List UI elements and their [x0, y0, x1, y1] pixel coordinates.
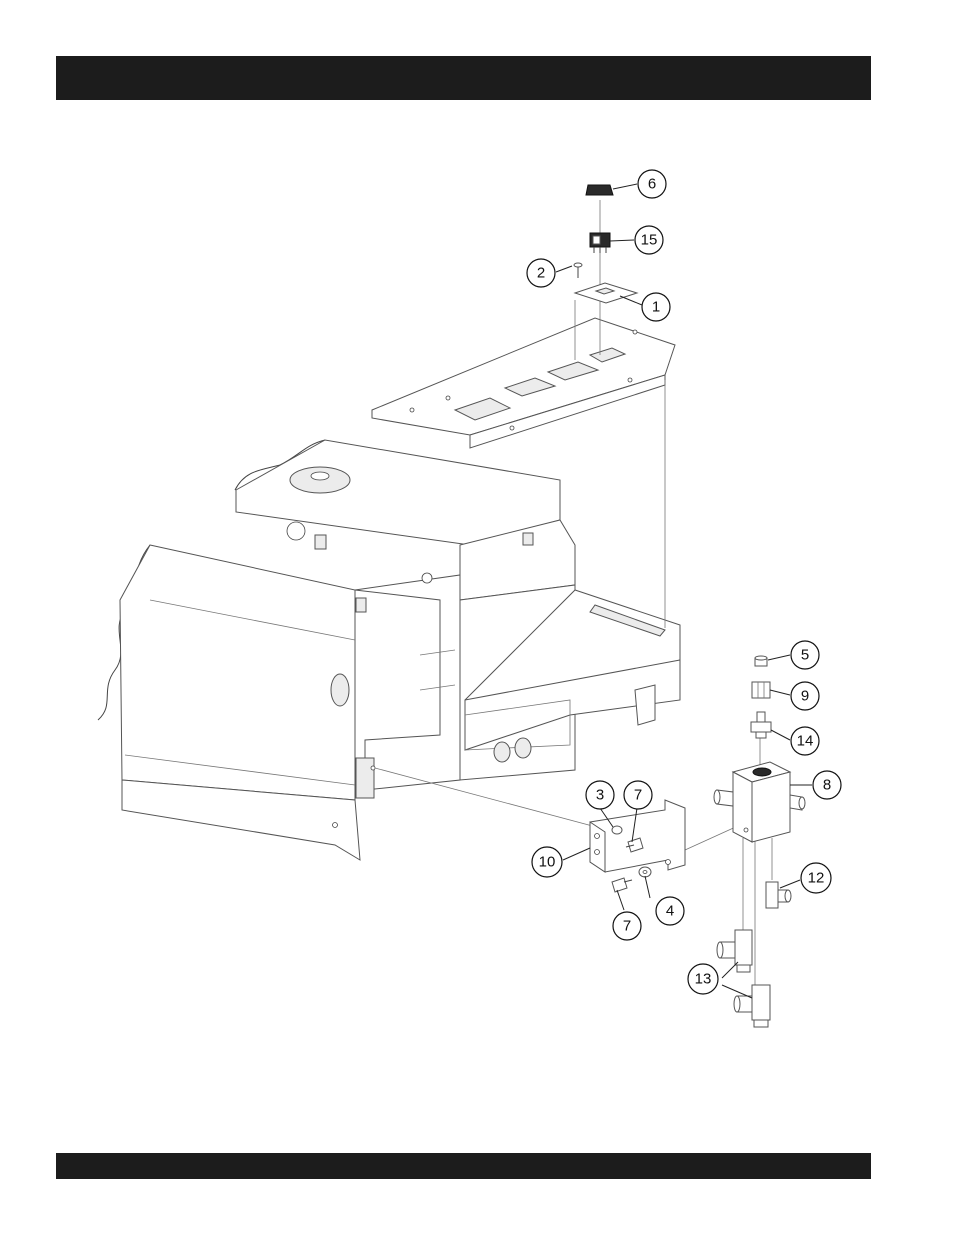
callout-6-label: 6 — [648, 176, 656, 193]
callout-5: 5 — [791, 641, 819, 669]
elbow-fitting-part — [766, 882, 791, 908]
callout-14: 14 — [791, 727, 819, 755]
leader-lines — [556, 184, 812, 998]
switch-plate-part — [575, 283, 637, 303]
callout-13-label: 13 — [695, 971, 712, 988]
callout-9: 9 — [791, 682, 819, 710]
callout-5-label: 5 — [801, 647, 809, 664]
bolt-part-lower — [612, 878, 632, 892]
callout-12-label: 12 — [808, 870, 825, 887]
callout-8: 8 — [813, 771, 841, 799]
callout-10: 10 — [532, 847, 562, 877]
callout-7-upper: 7 — [624, 781, 652, 809]
callout-4-label: 4 — [666, 903, 674, 920]
callout-9-label: 9 — [801, 688, 809, 705]
callout-13: 13 — [688, 964, 718, 994]
callout-14-label: 14 — [797, 733, 814, 750]
callout-12: 12 — [801, 863, 831, 893]
callout-7-upper-label: 7 — [634, 787, 642, 804]
callout-6: 6 — [638, 170, 666, 198]
callout-2: 2 — [527, 259, 555, 287]
tee-fitting-part-lower — [734, 985, 770, 1027]
callout-7-lower-label: 7 — [623, 918, 631, 935]
assembly-line — [685, 825, 740, 850]
callout-3-label: 3 — [596, 787, 604, 804]
rocker-switch-part — [590, 233, 610, 253]
lock-washer-part — [612, 826, 622, 834]
callout-15-label: 15 — [641, 232, 658, 249]
callout-1: 1 — [642, 293, 670, 321]
valve-block-part — [714, 762, 805, 842]
mounting-bracket-part — [590, 800, 685, 872]
flat-washer-part — [639, 867, 651, 877]
rivet-part — [574, 263, 582, 278]
callout-8-label: 8 — [823, 777, 831, 794]
callout-4: 4 — [656, 897, 684, 925]
top-mounting-plate — [372, 318, 675, 448]
callout-10-label: 10 — [539, 854, 556, 871]
nut-part — [752, 682, 770, 698]
callout-1-label: 1 — [652, 299, 660, 316]
callout-7-lower: 7 — [613, 912, 641, 940]
callout-15: 15 — [635, 226, 663, 254]
callout-2-label: 2 — [537, 265, 545, 282]
callout-3: 3 — [586, 781, 614, 809]
adapter-fitting-part — [751, 712, 771, 738]
cap-part — [755, 656, 767, 666]
switch-boot-part — [586, 185, 613, 195]
